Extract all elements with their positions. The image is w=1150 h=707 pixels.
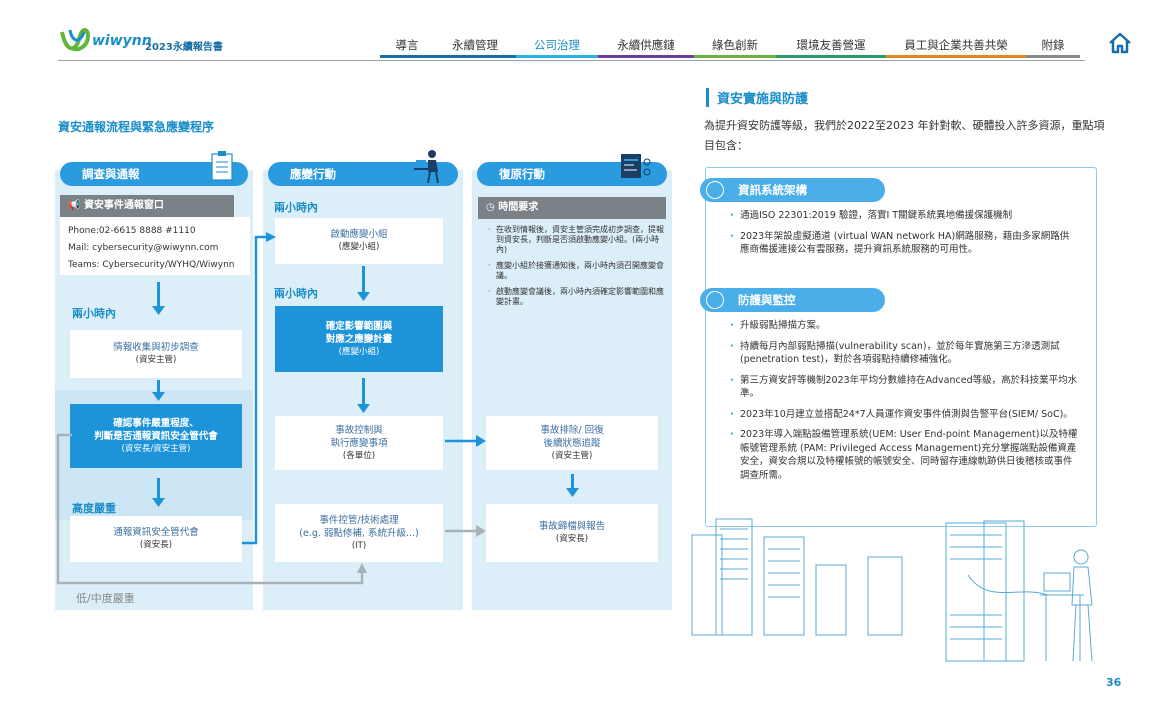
bullet-item: 2023年架設虛擬通道 (virtual WAN network HA)網路服務… xyxy=(728,230,1078,257)
step-recovery-tracking: 事故排除/ 回復 後續狀態追蹤 (資安主管) xyxy=(486,416,658,470)
fingerprint-icon xyxy=(706,291,724,309)
report-title: 2023永續報告書 xyxy=(145,38,223,53)
time-requirement-title: 時間要求 xyxy=(498,202,538,213)
nav-eco-operation[interactable]: 環境友善營運 xyxy=(776,36,886,58)
flowchart-title: 資安通報流程與緊急應變程序 xyxy=(58,118,214,135)
step-owner: (資安長) xyxy=(486,533,658,546)
bullet-item: 2023年導入端點設備管理系統(UEM: User End-point Mana… xyxy=(728,428,1078,482)
flow-connectors xyxy=(50,225,510,595)
nav-employees[interactable]: 員工與企業共善共榮 xyxy=(886,36,1026,58)
time-requirement-bar: ◷ 時間要求 xyxy=(478,197,666,219)
nav-corporate-governance[interactable]: 公司治理 xyxy=(516,36,598,58)
section-protection-monitoring: 防護與監控 xyxy=(700,288,885,312)
step-title-line1: 事故排除/ 回復 xyxy=(486,424,658,437)
security-section-title: 資安實施與防護 xyxy=(706,88,808,107)
nav-sustainability-mgmt[interactable]: 永續管理 xyxy=(434,36,516,58)
it-architecture-list: 通過ISO 22301:2019 驗證，落實I T關鍵系統異地備援保護機制 20… xyxy=(728,209,1078,264)
time-requirement-list: 在收到情報後，資安主管須完成初步調查，提報到資安長，判斷是否須啟動應變小組。(兩… xyxy=(486,225,666,313)
top-navigation: 導言 永續管理 公司治理 永續供應鏈 綠色創新 環境友善營運 員工與企業共善共榮… xyxy=(380,36,1080,58)
arrow-head-icon xyxy=(566,488,579,497)
globe-icon xyxy=(706,181,724,199)
brand-wordmark: wiwynn xyxy=(92,33,152,49)
requirement-item: 啟動應變會議後，兩小時內須確定影響範圍和應變計畫。 xyxy=(486,287,666,307)
header-divider xyxy=(58,60,1085,61)
bullet-item: 持續每月內部弱點掃描(vulnerability scan)，並於每年實施第三方… xyxy=(728,340,1078,367)
label-within-two-hours-a: 兩小時內 xyxy=(274,199,318,215)
section-it-architecture: 資訊系統架構 xyxy=(700,178,885,202)
requirement-item: 在收到情報後，資安主管須完成初步調查，提報到資安長，判斷是否須啟動應變小組。(兩… xyxy=(486,225,666,255)
person-at-desk-icon xyxy=(412,148,448,184)
server-room-illustration xyxy=(688,515,1108,665)
section-title: 資訊系統架構 xyxy=(738,183,807,197)
requirement-item: 應變小組於接獲通知後，兩小時內須召開應變會議。 xyxy=(486,261,666,281)
bullet-item: 2023年10月建立並搭配24*7人員運作資安事件偵測與告警平台(SIEM/ S… xyxy=(728,408,1078,422)
nav-supply-chain[interactable]: 永續供應鏈 xyxy=(598,36,694,58)
report-window-bar: 📢 資安事件通報窗口 xyxy=(60,195,234,217)
bullet-item: 通過ISO 22301:2019 驗證，落實I T關鍵系統異地備援保護機制 xyxy=(728,209,1078,223)
clock-icon: ◷ xyxy=(486,202,495,213)
step-owner: (資安主管) xyxy=(486,450,658,463)
monitor-dashboard-icon xyxy=(620,152,654,182)
nav-appendix[interactable]: 附錄 xyxy=(1026,36,1080,58)
section-title: 防護與監控 xyxy=(738,293,796,307)
step-archive-report: 事故歸檔與報告 (資安長) xyxy=(486,504,658,562)
protection-monitoring-list: 升級弱點掃描方案。 持續每月內部弱點掃描(vulnerability scan)… xyxy=(728,319,1078,489)
page-number: 36 xyxy=(1106,676,1121,689)
bullet-item: 第三方資安評等機制2023年平均分數維持在Advanced等級，高於科技業平均水… xyxy=(728,374,1078,401)
step-title-line2: 後續狀態追蹤 xyxy=(486,437,658,450)
clipboard-icon xyxy=(210,150,234,182)
megaphone-icon: 📢 xyxy=(68,200,80,211)
bullet-item: 升級弱點掃描方案。 xyxy=(728,319,1078,333)
home-icon[interactable] xyxy=(1108,32,1132,54)
security-intro: 為提升資安防護等級，我們於2022至2023 年針對軟、硬體投入許多資源，重點項… xyxy=(704,116,1114,156)
step-title: 事故歸檔與報告 xyxy=(486,520,658,533)
nav-green-innovation[interactable]: 綠色創新 xyxy=(694,36,776,58)
report-window-title: 資安事件通報窗口 xyxy=(84,200,164,211)
nav-intro[interactable]: 導言 xyxy=(380,36,434,58)
